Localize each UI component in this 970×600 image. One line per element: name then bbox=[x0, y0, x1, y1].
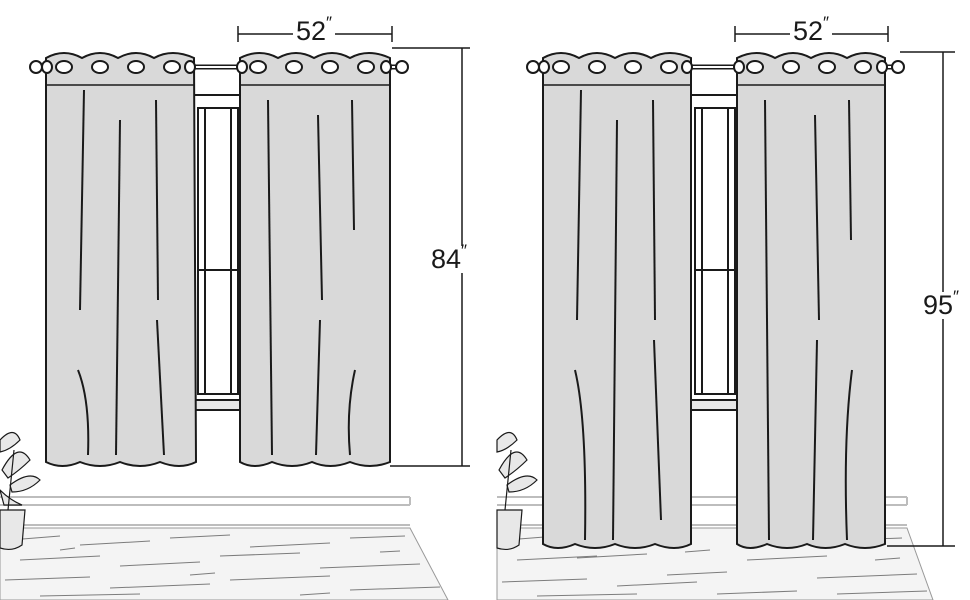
wall-trim bbox=[0, 496, 411, 526]
curtain-panel-right bbox=[736, 52, 886, 549]
width-label-short: 52″ bbox=[293, 14, 336, 45]
potted-plant bbox=[0, 431, 41, 551]
grommets-left bbox=[41, 60, 196, 74]
grommets-right bbox=[236, 60, 392, 74]
length-label-short: 84″ bbox=[428, 242, 471, 273]
scene-short-curtains bbox=[0, 26, 470, 600]
grommets-left bbox=[538, 60, 693, 74]
grommets-right bbox=[733, 60, 888, 74]
potted-plant bbox=[496, 431, 538, 551]
floor bbox=[0, 527, 449, 600]
scene-long-curtains bbox=[496, 26, 955, 600]
curtain-panel-left bbox=[45, 52, 198, 467]
curtain-panel-left bbox=[542, 52, 692, 549]
curtain-panel-right bbox=[239, 52, 391, 467]
window bbox=[688, 94, 742, 411]
length-label-long: 95″ bbox=[920, 288, 963, 319]
width-label-long: 52″ bbox=[790, 14, 833, 45]
window bbox=[191, 94, 245, 411]
